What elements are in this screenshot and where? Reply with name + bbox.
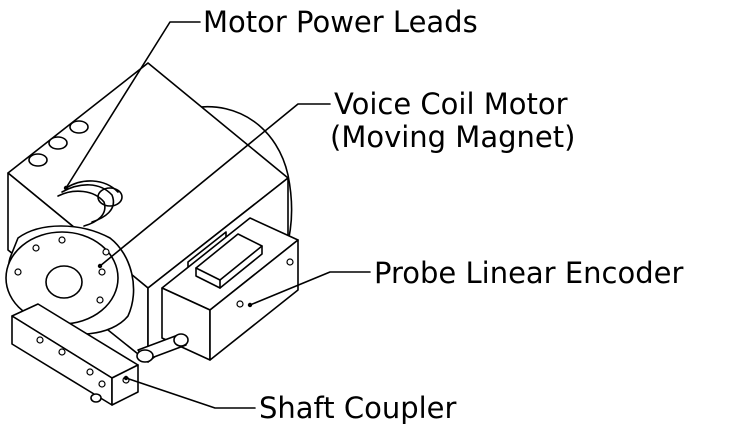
probe-encoder: [161, 217, 299, 361]
leader-dot-motor: [97, 263, 103, 269]
label-probe-linear-encoder: Probe Linear Encoder: [374, 256, 683, 290]
leader-dot-coupler: [123, 375, 129, 381]
leader-dot-leads: [63, 185, 69, 191]
label-moving-magnet: (Moving Magnet): [330, 120, 575, 154]
label-motor-power-leads: Motor Power Leads: [203, 5, 478, 39]
leader-lines: [65, 21, 371, 409]
leader-shaft-coupler: [125, 377, 256, 409]
leader-voice-coil-motor: [99, 103, 331, 267]
leader-probe-linear-encoder: [249, 271, 371, 306]
motor-leads: [57, 180, 119, 227]
leader-dot-encoder: [247, 302, 253, 308]
shaft: [136, 333, 189, 363]
label-voice-coil-motor: Voice Coil Motor: [334, 87, 568, 121]
shaft-coupler: [11, 303, 139, 406]
leader-motor-power-leads: [65, 21, 201, 189]
label-shaft-coupler: Shaft Coupler: [259, 391, 457, 425]
